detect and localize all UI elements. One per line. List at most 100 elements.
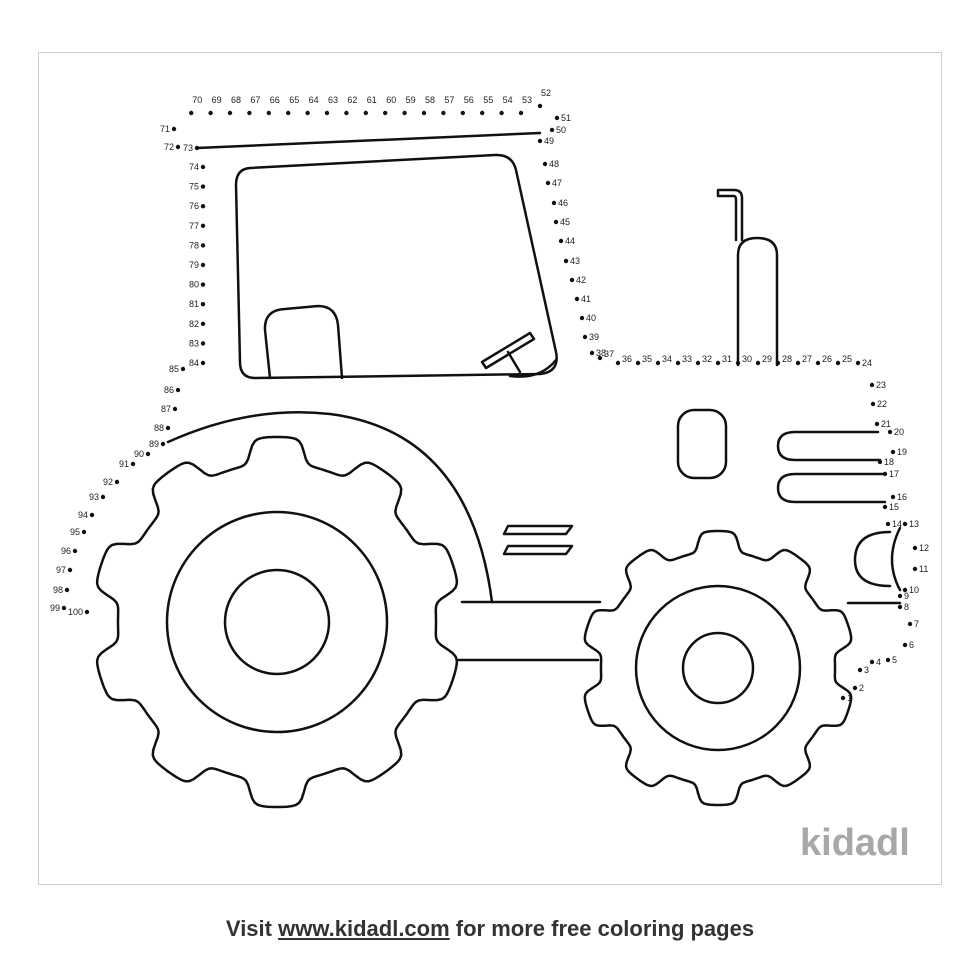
dot-label: 49 — [544, 136, 554, 146]
dot — [597, 355, 603, 361]
dot-label: 99 — [50, 603, 60, 613]
dot — [200, 360, 206, 366]
dot — [840, 695, 846, 701]
dot-label: 64 — [309, 95, 319, 105]
footer-link[interactable]: www.kidadl.com — [278, 916, 450, 941]
dot-label: 19 — [897, 447, 907, 457]
dot — [165, 425, 171, 431]
dot-label: 82 — [189, 319, 199, 329]
dot-label: 68 — [231, 95, 241, 105]
dot — [551, 200, 557, 206]
dot-label: 62 — [347, 95, 357, 105]
dot-label: 27 — [802, 354, 812, 364]
dot — [84, 609, 90, 615]
front-tire — [583, 529, 853, 807]
dot-label: 8 — [904, 602, 909, 612]
dot-label: 100 — [68, 607, 83, 617]
dot-label: 83 — [189, 338, 199, 348]
dot — [114, 479, 120, 485]
dot — [675, 360, 681, 366]
dot-label: 45 — [560, 217, 570, 227]
dot — [130, 461, 136, 467]
dot — [635, 360, 641, 366]
dot-label: 65 — [289, 95, 299, 105]
dot — [67, 567, 73, 573]
dot-label: 89 — [149, 439, 159, 449]
dot-label: 37 — [604, 349, 614, 359]
dot-label: 24 — [862, 358, 872, 368]
dot — [286, 110, 291, 116]
dot — [200, 204, 206, 209]
cab-roof-line — [195, 131, 542, 150]
cab-window — [234, 153, 558, 380]
headlight — [676, 408, 728, 480]
front-rim — [634, 584, 802, 752]
page-border — [38, 52, 942, 885]
dot-label: 16 — [897, 492, 907, 502]
dot-label: 5 — [892, 655, 897, 665]
rear-hub — [223, 568, 331, 676]
dot-label: 17 — [889, 469, 899, 479]
dot — [553, 219, 559, 225]
dot-label: 86 — [164, 385, 174, 395]
dot — [902, 642, 908, 648]
dot — [100, 494, 106, 500]
dot — [852, 685, 858, 691]
dot-label: 46 — [558, 198, 568, 208]
dot — [200, 164, 206, 170]
dot-label: 98 — [53, 585, 63, 595]
dot — [402, 110, 407, 116]
dot — [344, 110, 349, 116]
dot — [189, 110, 194, 116]
dot-label: 43 — [570, 256, 580, 266]
dot-label: 95 — [70, 527, 80, 537]
dot-label: 50 — [556, 125, 566, 135]
dot-label: 13 — [909, 519, 919, 529]
front-bumper — [853, 526, 902, 592]
dot-label: 77 — [189, 221, 199, 231]
dot-label: 10 — [909, 585, 919, 595]
dot — [582, 334, 588, 340]
dot — [172, 406, 178, 412]
dot-label: 40 — [586, 313, 596, 323]
dot-label: 80 — [189, 280, 199, 290]
dot-label: 81 — [189, 299, 199, 309]
dot — [574, 296, 580, 302]
dot — [885, 657, 891, 663]
dot — [383, 110, 388, 116]
dot-label: 30 — [742, 354, 752, 364]
dot — [735, 360, 741, 366]
dot-label: 3 — [864, 665, 869, 675]
dot — [554, 115, 560, 121]
dot — [870, 401, 876, 407]
dot-label: 52 — [541, 88, 551, 98]
dot — [441, 110, 446, 116]
dot-label: 20 — [894, 427, 904, 437]
dot-label: 22 — [877, 399, 887, 409]
dot — [64, 587, 70, 593]
dot-label: 21 — [881, 419, 891, 429]
steering-wheel — [480, 331, 558, 378]
footer-suffix: for more free coloring pages — [449, 916, 755, 941]
dot-label: 39 — [589, 332, 599, 342]
dot-label: 47 — [552, 178, 562, 188]
dot — [200, 262, 206, 268]
dot — [815, 360, 821, 366]
dot-label: 33 — [682, 354, 692, 364]
dot — [208, 110, 213, 116]
dot-label: 53 — [522, 95, 532, 105]
dot — [180, 366, 186, 372]
dot — [175, 387, 181, 393]
dot — [542, 161, 548, 167]
dot-label: 54 — [503, 95, 513, 105]
dot-label: 90 — [134, 449, 144, 459]
front-hub — [681, 631, 755, 705]
dot — [695, 360, 701, 366]
dot-label: 57 — [444, 95, 454, 105]
dot-label: 59 — [406, 95, 416, 105]
dot-label: 44 — [565, 236, 575, 246]
dot-label: 61 — [367, 95, 377, 105]
dot-label: 69 — [212, 95, 222, 105]
